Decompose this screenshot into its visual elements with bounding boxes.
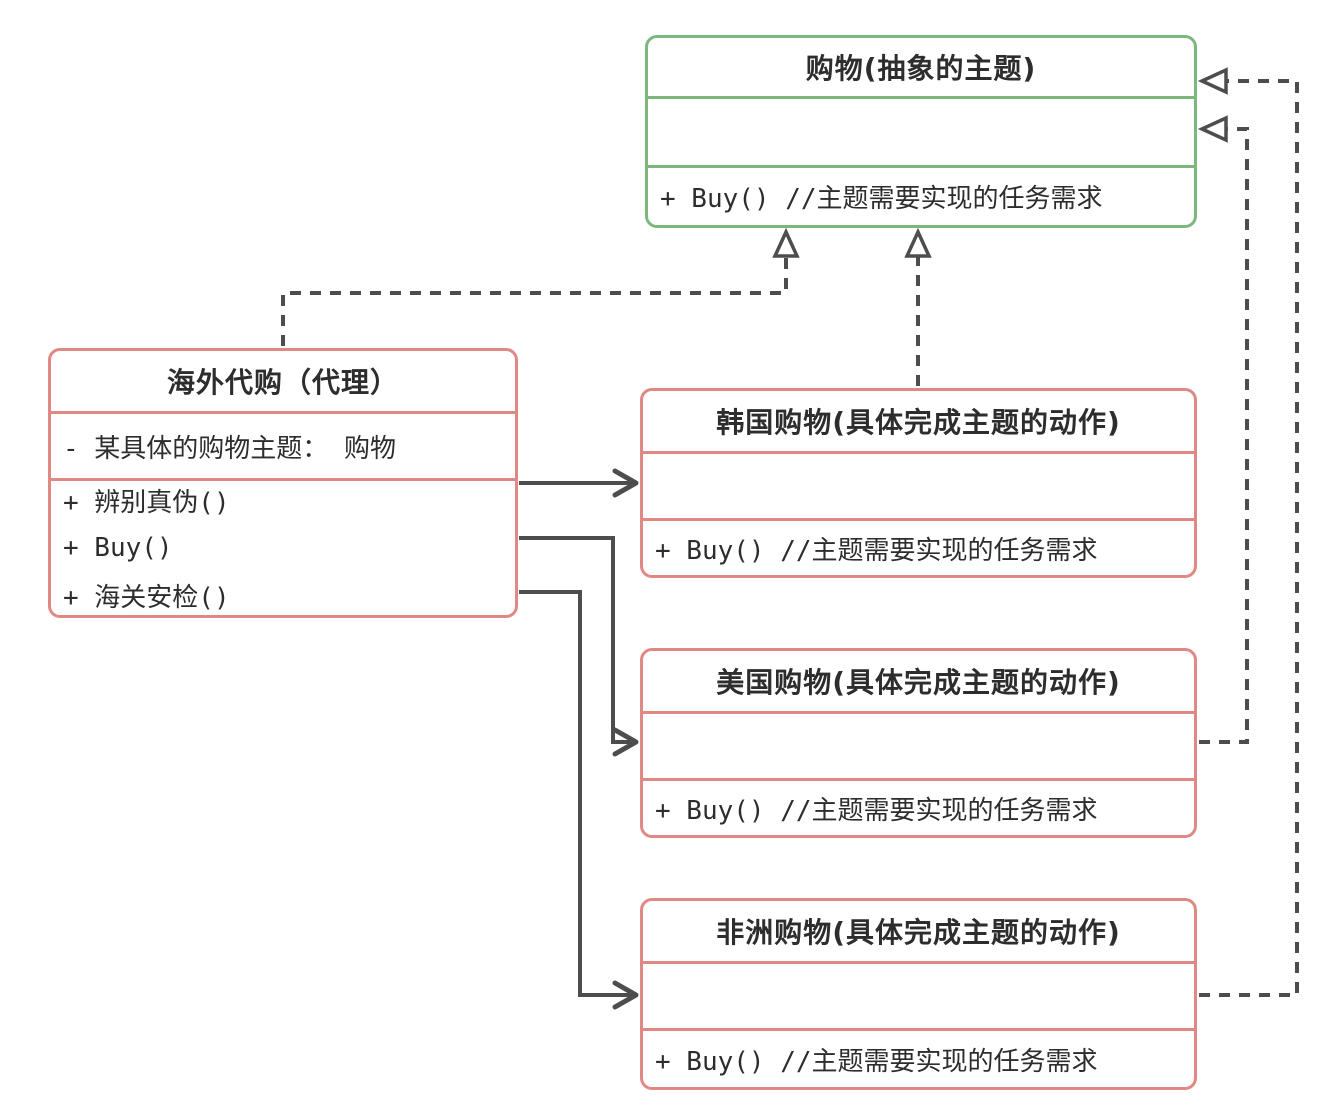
attributes-section-empty — [643, 961, 1194, 1028]
method-row: + 海关安检() — [63, 583, 230, 613]
method-row: + Buy() //主题需要实现的任务需求 — [655, 1046, 1098, 1077]
class-box-usa: 美国购物(具体完成主题的动作) + Buy() //主题需要实现的任务需求 — [640, 648, 1197, 838]
methods-section: + Buy() //主题需要实现的任务需求 — [643, 1028, 1194, 1087]
class-title: 韩国购物(具体完成主题的动作) — [716, 406, 1121, 439]
open-arrowhead — [612, 980, 639, 1010]
class-box-abstract-subject: 购物(抽象的主题) + Buy() //主题需要实现的任务需求 — [645, 35, 1197, 228]
method-row: + Buy() //主题需要实现的任务需求 — [655, 795, 1098, 826]
attribute-row: - 某具体的购物主题： 购物 — [63, 433, 396, 464]
method-row: + 辨别真伪() — [63, 488, 230, 518]
attributes-section-empty — [643, 451, 1194, 518]
hollow-triangle-arrowhead — [1197, 67, 1228, 95]
hollow-triangle-arrowhead — [904, 227, 932, 258]
class-title: 海外代购（代理） — [166, 366, 399, 399]
methods-section: + Buy() //主题需要实现的任务需求 — [643, 778, 1194, 835]
attributes-section: - 某具体的购物主题： 购物 — [51, 411, 515, 478]
class-title: 购物(抽象的主题) — [805, 52, 1037, 85]
connector-proxy-to-korea — [519, 468, 639, 498]
methods-section: + Buy() //主题需要实现的任务需求 — [643, 518, 1194, 575]
class-title: 非洲购物(具体完成主题的动作) — [716, 916, 1121, 949]
connector-africa-to-subject — [1197, 67, 1299, 997]
connector-proxy-to-africa — [519, 590, 639, 1010]
method-row: + Buy() //主题需要实现的任务需求 — [660, 184, 1103, 214]
open-arrowhead — [612, 727, 639, 757]
open-arrowhead — [612, 468, 639, 498]
class-box-africa: 非洲购物(具体完成主题的动作) + Buy() //主题需要实现的任务需求 — [640, 898, 1197, 1090]
hollow-triangle-arrowhead — [1197, 115, 1228, 143]
methods-section: + 辨别真伪() + Buy() + 海关安检() — [51, 478, 515, 615]
connector-korea-to-subject — [904, 227, 932, 386]
hollow-triangle-arrowhead — [772, 227, 800, 258]
class-title: 美国购物(具体完成主题的动作) — [716, 666, 1121, 699]
connector-usa-to-subject — [1197, 115, 1249, 744]
attributes-section-empty — [648, 96, 1194, 165]
methods-section: + Buy() //主题需要实现的任务需求 — [648, 165, 1194, 225]
method-row: + Buy() //主题需要实现的任务需求 — [655, 535, 1098, 566]
connector-proxy-to-usa — [519, 536, 639, 757]
connector-proxy-to-subject — [281, 227, 800, 346]
attributes-section-empty — [643, 711, 1194, 778]
class-box-korea: 韩国购物(具体完成主题的动作) + Buy() //主题需要实现的任务需求 — [640, 388, 1197, 578]
class-box-proxy: 海外代购（代理） - 某具体的购物主题： 购物 + 辨别真伪() + Buy()… — [48, 348, 518, 618]
method-row: + Buy() — [63, 533, 173, 563]
